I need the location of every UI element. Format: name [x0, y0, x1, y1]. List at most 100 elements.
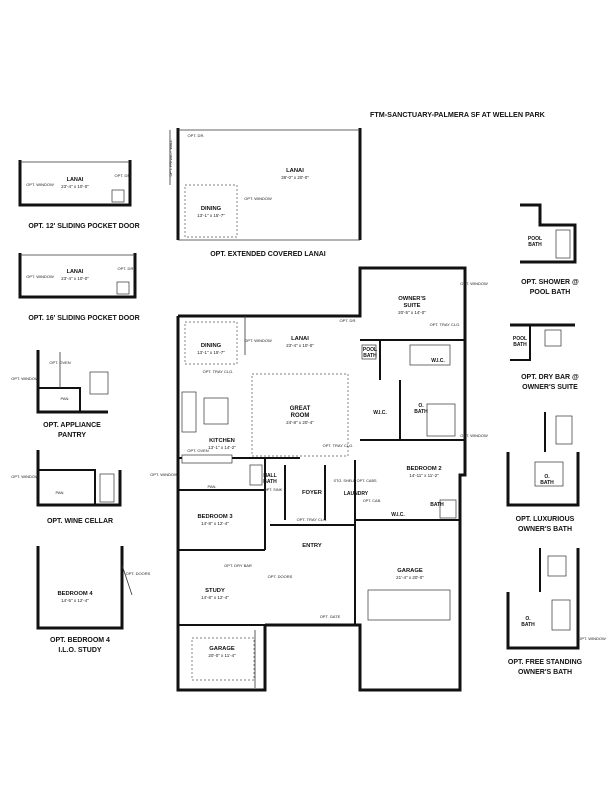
opt-window-note: OPT. WINDOW	[150, 472, 178, 477]
option-dry-bar: POOL BATH OPT. DRY BAR @ OWNER'S SUITE	[510, 323, 579, 391]
pantry-label: PAN.	[60, 396, 69, 401]
bedroom2-dim: 14'-11" x 11'-2"	[409, 473, 439, 478]
cabs-note: STG. SHELF OPT. CABS	[333, 479, 377, 483]
pool-bath-label-2: BATH	[363, 353, 377, 359]
tray-note: OPT. TRAY CLG.	[297, 517, 328, 522]
opt-window-note: OPT. WINDOW	[11, 474, 39, 479]
pool-bath-label: POOL	[528, 236, 542, 242]
caption-luxurious-1: OPT. LUXURIOUS	[516, 516, 575, 523]
bedroom3-dim: 14'-8" x 12'-4"	[201, 521, 229, 526]
o-bath-label-2: BATH	[521, 622, 535, 628]
caption-pantry-2: PANTRY	[58, 432, 86, 439]
opt-cab-note: OPT. CAB.	[363, 499, 381, 503]
great-room-label-2: ROOM	[291, 413, 310, 419]
caption-pocket-16: OPT. 16' SLIDING POCKET DOOR	[28, 315, 139, 322]
caption-pocket-12: OPT. 12' SLIDING POCKET DOOR	[28, 223, 139, 230]
opt-window-note: OPT. WINDOW	[578, 636, 606, 641]
caption-freestanding-2: OWNER'S BATH	[518, 669, 572, 676]
kitchen-dim: 13'-1" x 14'-2"	[208, 445, 236, 450]
lanai-dim: 23'-4" x 10'-0"	[61, 276, 89, 281]
main-floor-plan: DINING 13'-1" x 15'-7" OPT. TRAY CLG. OP…	[150, 266, 488, 692]
kitchen-label: KITCHEN	[209, 438, 235, 444]
garage-main-label: GARAGE	[397, 568, 423, 574]
o-bath-label-2: BATH	[540, 480, 554, 486]
study-label: STUDY	[205, 588, 225, 594]
tray-note: OPT. TRAY CLG.	[323, 443, 354, 448]
pool-bath-label-2: BATH	[513, 342, 527, 348]
caption-shower-2: POOL BATH	[530, 289, 571, 296]
privacy-wall-note: OPT. PRIVACY WALL	[169, 139, 173, 176]
study-dim: 14'-8" x 12'-4"	[201, 595, 229, 600]
opt-door-note: OPT. DR.	[115, 173, 132, 178]
toilet-icon	[361, 344, 377, 360]
opt-window-note: OPT. WINDOW	[244, 196, 272, 201]
opt-window-note: OPT. WINDOW	[26, 182, 54, 187]
option-12ft-pocket-door: LANAI 23'-4" x 10'-0" OPT. WINDOW OPT. D…	[18, 160, 140, 230]
pantry-label: PAN.	[207, 484, 216, 489]
entry-label: ENTRY	[302, 543, 322, 549]
bath-label: BATH	[430, 502, 444, 508]
option-16ft-pocket-door: LANAI 23'-4" x 10'-0" OPT. WINDOW OPT. D…	[18, 253, 140, 322]
dry-bar-note: OPT. DRY BAR	[224, 563, 252, 568]
grill-icon	[111, 189, 125, 203]
caption-drybar-1: OPT. DRY BAR @	[521, 374, 579, 381]
caption-drybar-2: OWNER'S SUITE	[522, 384, 578, 391]
wic-label: W.I.C.	[373, 410, 387, 416]
o-bath-label: O.	[418, 403, 424, 409]
option-extended-lanai: OPT. PRIVACY WALL OPT. DR. LANAI 38'-0" …	[169, 128, 362, 258]
caption-shower-1: OPT. SHOWER @	[521, 279, 579, 286]
opt-window-note: OPT. WINDOW	[11, 376, 39, 381]
plan-title: FTM-SANCTUARY-PALMERA SF AT WELLEN PARK	[370, 110, 546, 119]
bedroom4-label: BEDROOM 4	[57, 591, 93, 597]
lanai-ext-dim: 38'-0" x 20'-0"	[281, 175, 309, 180]
opt-door-note: OPT. DR.	[118, 266, 135, 271]
dining-label: DINING	[201, 343, 222, 349]
caption-extended-lanai: OPT. EXTENDED COVERED LANAI	[210, 251, 326, 258]
tub-icon	[439, 499, 457, 519]
opt-window-note: OPT. WINDOW	[244, 338, 272, 343]
dining-ext-dim: 13'-1" x 15'-7"	[197, 213, 225, 218]
lanai-label: LANAI	[67, 177, 84, 183]
bedroom3-label: BEDROOM 3	[197, 514, 233, 520]
option-freestanding-owners-bath: O. BATH OPT. WINDOW OPT. FREE STANDING O…	[506, 548, 606, 676]
option-bedroom-4: BEDROOM 4 14'-5" x 12'-4" OPT. DOORS OPT…	[36, 546, 151, 654]
caption-wine-cellar: OPT. WINE CELLAR	[47, 518, 113, 525]
vanity-icon	[249, 464, 263, 486]
shower-icon	[426, 403, 456, 437]
option-shower-pool-bath: POOL BATH OPT. SHOWER @ POOL BATH	[520, 203, 579, 296]
opt-window-note: OPT. WINDOW	[26, 274, 54, 279]
owners-suite-dim: 20'-5" x 14'-0"	[398, 310, 426, 315]
caption-freestanding-1: OPT. FREE STANDING	[508, 659, 583, 666]
tray-note: OPT. TRAY CLG.	[203, 369, 234, 374]
caption-bedroom4-1: OPT. BEDROOM 4	[50, 637, 110, 644]
opt-window-note: OPT. WINDOW	[460, 433, 488, 438]
o-bath-label-2: BATH	[414, 409, 428, 415]
garage-main-dim: 21'-4" x 20'-0"	[396, 575, 424, 580]
lanai-ext-label: LANAI	[286, 168, 304, 174]
owners-suite-label: OWNER'S	[398, 296, 426, 302]
option-appliance-pantry: OPT. WINDOW OPT. OVEN PAN. OPT. APPLIANC…	[11, 350, 109, 439]
great-room-dim: 24'-8" x 20'-4"	[286, 420, 314, 425]
pool-bath-label: POOL	[513, 336, 527, 342]
bedroom4-dim: 14'-5" x 12'-4"	[61, 598, 89, 603]
tray-note: OPT. TRAY CLG.	[430, 322, 461, 327]
opt-window-note: OPT. WINDOW	[460, 281, 488, 286]
foyer-label: FOYER	[302, 490, 323, 496]
lanai-label: LANAI	[67, 269, 84, 275]
o-bath-label: O.	[525, 616, 531, 622]
wic-label: W.I.C.	[391, 512, 405, 518]
garage-small-label: GARAGE	[209, 646, 235, 652]
hall-bath-label: HALL	[263, 473, 276, 479]
pool-bath-label-2: BATH	[528, 242, 542, 248]
option-wine-cellar: OPT. WINDOW PAN. OPT. WINE CELLAR	[11, 450, 122, 525]
caption-bedroom4-2: I.L.O. STUDY	[58, 647, 102, 654]
pool-bath-label: POOL	[363, 347, 377, 353]
opt-door-note: OPT. DR.	[188, 133, 205, 138]
great-room-label: GREAT	[290, 406, 311, 412]
sink-note: OPT. SINK	[264, 488, 283, 492]
bedroom2-label: BEDROOM 2	[406, 466, 441, 472]
pantry-label: PAN.	[55, 490, 64, 495]
o-bath-label: O.	[544, 474, 550, 480]
opt-doors-note: OPT. DOORS	[126, 571, 151, 576]
